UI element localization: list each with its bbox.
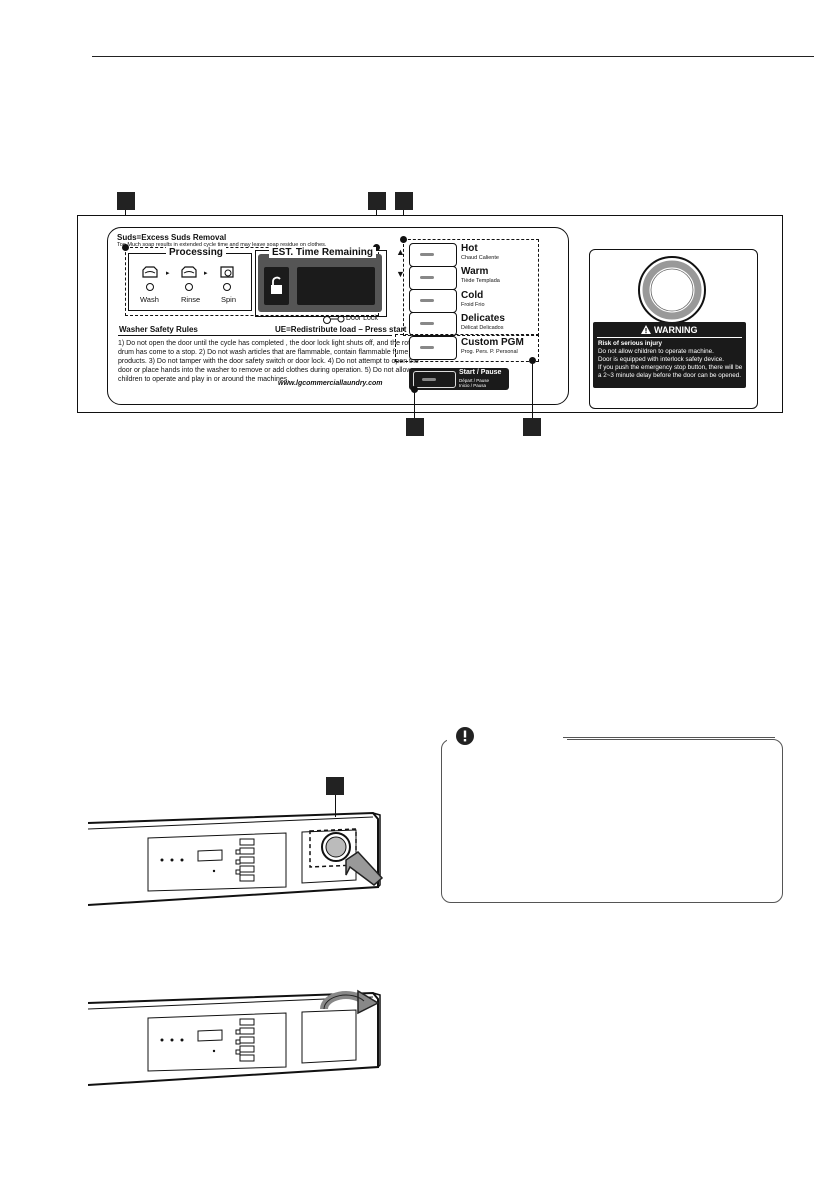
callout-dot — [400, 236, 407, 243]
safety-line: 1) Do not open the door until the cycle … — [118, 340, 426, 347]
hot-sublabel: Chaud Caliente — [461, 255, 499, 261]
callout-marker — [117, 192, 135, 210]
step-label-rinse: Rinse — [181, 295, 201, 304]
arrow-right-icon: ▸ — [204, 270, 208, 277]
wash-icon — [142, 266, 158, 278]
step-label-wash: Wash — [140, 295, 159, 304]
callout-dot — [373, 244, 380, 251]
callout-marker — [368, 192, 386, 210]
warning-title: WARNING — [654, 325, 698, 335]
leader-line — [335, 795, 336, 817]
arrow-right-icon: ▸ — [166, 270, 170, 277]
emergency-stop-button[interactable] — [636, 254, 708, 326]
warm-sublabel: Tiède Templada — [461, 278, 500, 284]
callout-marker — [523, 418, 541, 436]
warning-title-row: WARNING — [593, 324, 746, 336]
ue-note: UE=Redistribute load – Press start — [275, 325, 407, 334]
custom-pgm-button[interactable] — [409, 336, 457, 360]
est-time-title: EST. Time Remaining — [269, 247, 376, 258]
key-icon — [331, 315, 345, 323]
warm-label: Warm — [461, 266, 489, 277]
washer-illustration-release — [88, 989, 381, 1086]
custom-pgm-group — [395, 334, 539, 362]
suds-subtitle: Too Much soap results in extended cycle … — [117, 242, 327, 248]
callout-marker — [406, 418, 424, 436]
note-icon — [456, 727, 474, 745]
cold-sublabel: Froid Frio — [461, 302, 485, 308]
rinse-indicator — [185, 283, 193, 291]
callout-dot — [411, 386, 418, 393]
door-lock-indicator — [323, 316, 331, 324]
suds-title: Suds=Excess Suds Removal — [117, 233, 227, 242]
custom-pgm-sublabel: Prog. Pers. P. Personal — [461, 349, 518, 355]
warning-line: Door is equipped with interlock safety d… — [598, 356, 725, 363]
emergency-stop-panel — [589, 249, 758, 409]
website-link: www.lgcommerciallaundry.com — [278, 380, 383, 387]
note-box-rule — [563, 737, 775, 738]
rinse-icon — [181, 266, 197, 278]
note-box — [441, 739, 783, 903]
callout-marker — [395, 192, 413, 210]
step-label-spin: Spin — [221, 295, 237, 304]
arrow-down-icon: ▼ — [396, 269, 405, 279]
safety-line: door or place hands into the washer to r… — [118, 367, 412, 374]
cold-button[interactable] — [409, 289, 457, 313]
warning-line: Do not allow children to operate machine… — [598, 348, 714, 355]
callout-dot — [122, 244, 129, 251]
warning-line: If you push the emergency stop button, t… — [598, 364, 743, 371]
safety-line: drum has come to a stop. 2) Do not wash … — [118, 349, 430, 356]
start-pause-sublabel: Départ / Pause — [459, 378, 490, 383]
padlock-icon — [271, 276, 282, 294]
warning-line: a 2~3 minute delay before the door can b… — [598, 372, 742, 379]
arrow-up-icon: ▲ — [396, 247, 405, 257]
delicates-sublabel: Délicat Delicados — [461, 325, 504, 331]
start-pause-label: Start / Pause — [459, 369, 502, 376]
cold-label: Cold — [461, 290, 484, 301]
hot-label: Hot — [461, 243, 478, 254]
start-pause-sublabel: Inicio / Pausa — [459, 383, 487, 388]
processing-title: Processing — [166, 247, 226, 258]
start-pause-button[interactable] — [413, 371, 456, 388]
wash-indicator — [146, 283, 154, 291]
delicates-button[interactable] — [409, 312, 457, 336]
note-box-header-gap — [447, 731, 567, 745]
safety-title: Washer Safety Rules — [119, 325, 198, 334]
leader-line — [414, 390, 415, 420]
temperature-button-group — [403, 239, 539, 336]
safety-rule — [118, 335, 392, 336]
callout-dot — [529, 357, 536, 364]
door-lock-label: Door Lock — [346, 315, 378, 322]
time-digits-area — [297, 267, 375, 305]
safety-line: children to operate and play in or aroun… — [118, 376, 290, 383]
washer-illustration-press — [88, 811, 384, 906]
warning-box: WARNING Risk of serious injury Do not al… — [593, 322, 746, 388]
callout-marker — [326, 777, 344, 795]
hot-button[interactable] — [409, 243, 457, 267]
warm-button[interactable] — [409, 266, 457, 290]
delicates-label: Delicates — [461, 313, 505, 324]
spin-indicator — [223, 283, 231, 291]
warning-icon — [641, 325, 652, 334]
warning-divider — [597, 337, 742, 338]
control-panel-inner — [107, 227, 569, 405]
safety-line: products. 3) Do not tamper with the door… — [118, 358, 419, 365]
spin-icon — [220, 266, 234, 278]
leader-line — [532, 361, 533, 420]
header-rule — [92, 56, 814, 57]
custom-pgm-label: Custom PGM — [461, 337, 524, 348]
warning-line: Risk of serious injury — [598, 340, 663, 347]
